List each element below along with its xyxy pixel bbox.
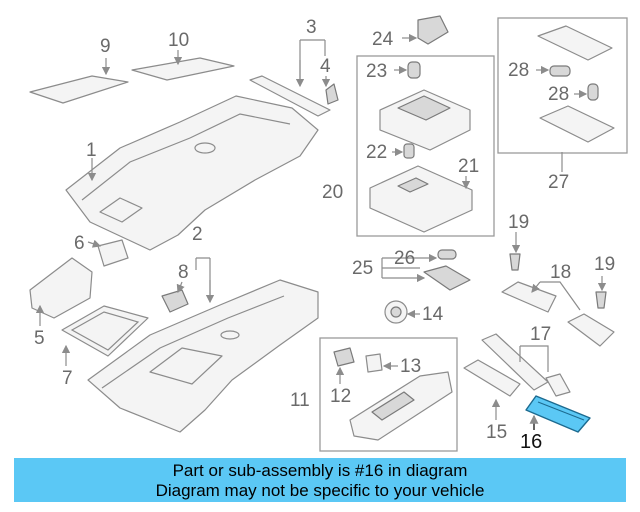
clip-4 bbox=[325, 83, 339, 105]
callout-5: 5 bbox=[34, 328, 45, 349]
callout-23: 23 bbox=[366, 61, 387, 82]
callout-14: 14 bbox=[422, 304, 444, 325]
callout-2: 2 bbox=[192, 224, 203, 245]
headliner-2 bbox=[87, 279, 319, 433]
bulb-28a bbox=[549, 65, 571, 77]
caption-line-1: Part or sub-assembly is #16 in diagram bbox=[172, 461, 468, 480]
bulb-26 bbox=[437, 249, 457, 260]
callout-27: 27 bbox=[548, 172, 569, 193]
sunvisor-pad-10 bbox=[131, 57, 235, 81]
caption-line-2: Diagram may not be specific to your vehi… bbox=[155, 481, 485, 500]
clip-13 bbox=[365, 353, 383, 373]
console-5 bbox=[29, 257, 93, 319]
callout-7: 7 bbox=[62, 368, 73, 389]
callout-17: 17 bbox=[530, 324, 551, 345]
callout-1: 1 bbox=[86, 140, 97, 161]
lamp-6 bbox=[97, 239, 129, 267]
headliner-1 bbox=[65, 95, 319, 251]
callout-20: 20 bbox=[322, 182, 343, 203]
callout-25: 25 bbox=[352, 258, 373, 279]
cover-21 bbox=[369, 165, 473, 233]
grab-handle-16-highlighted bbox=[525, 395, 591, 433]
callout-8: 8 bbox=[178, 262, 189, 283]
callout-24: 24 bbox=[372, 29, 394, 50]
bulb-28b bbox=[587, 83, 599, 101]
lamp-25 bbox=[423, 265, 471, 291]
callout-28b: 28 bbox=[548, 84, 569, 105]
callout-9: 9 bbox=[100, 36, 111, 57]
bulb-23 bbox=[407, 61, 421, 79]
callout-13: 13 bbox=[400, 356, 421, 377]
callout-18: 18 bbox=[550, 262, 571, 283]
callout-6: 6 bbox=[74, 233, 85, 254]
lamp-24 bbox=[417, 15, 449, 45]
frame-7 bbox=[61, 305, 149, 357]
sunvisor-pad-9 bbox=[29, 75, 129, 104]
housing-20 bbox=[379, 89, 471, 151]
caption-banner: Part or sub-assembly is #16 in diagram D… bbox=[14, 458, 626, 502]
callout-3: 3 bbox=[306, 17, 317, 38]
grab-handle-15 bbox=[463, 359, 521, 397]
callout-11: 11 bbox=[290, 390, 310, 411]
callout-16: 16 bbox=[520, 431, 542, 453]
callout-15: 15 bbox=[486, 422, 507, 443]
callout-28a: 28 bbox=[508, 60, 529, 81]
callout-10: 10 bbox=[168, 30, 189, 51]
bracket-8 bbox=[161, 289, 189, 313]
holder-12 bbox=[333, 347, 355, 367]
callout-4: 4 bbox=[320, 56, 331, 77]
lamp-27 bbox=[537, 25, 615, 143]
sunvisor-11 bbox=[349, 371, 453, 441]
callout-19a: 19 bbox=[508, 212, 529, 233]
callout-22: 22 bbox=[366, 142, 387, 163]
handle-18b bbox=[567, 313, 615, 347]
callout-12: 12 bbox=[330, 386, 351, 407]
screw-19b bbox=[595, 291, 607, 309]
rail-3 bbox=[249, 75, 331, 117]
callout-26: 26 bbox=[394, 248, 415, 269]
handle-18a bbox=[501, 281, 557, 313]
grab-handle-17 bbox=[481, 333, 571, 397]
clip-14 bbox=[384, 300, 408, 324]
callout-19b: 19 bbox=[594, 254, 615, 275]
screw-19a bbox=[509, 253, 521, 271]
callout-21: 21 bbox=[458, 156, 479, 177]
group-box-20 bbox=[356, 55, 495, 237]
callout-labels: 1 2 3 4 5 6 7 8 9 10 11 12 13 14 15 16 1… bbox=[34, 17, 615, 453]
group-box-11 bbox=[319, 337, 458, 452]
bulb-22 bbox=[403, 143, 415, 159]
